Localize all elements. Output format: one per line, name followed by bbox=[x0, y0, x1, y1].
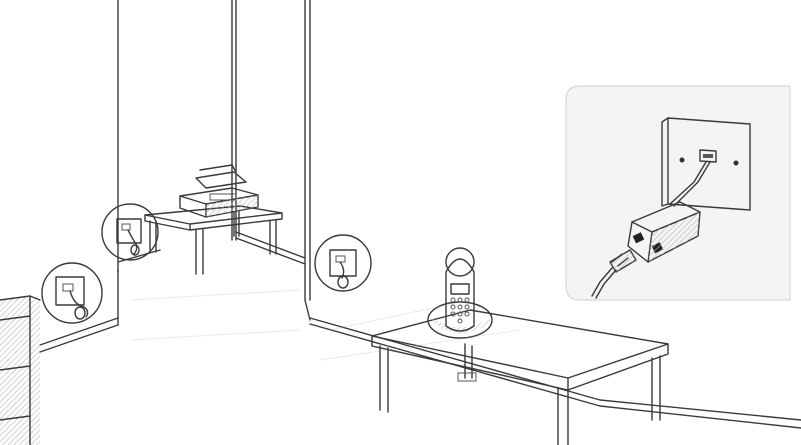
wall-socket-left-circled bbox=[42, 263, 102, 323]
cordless-phone-icon bbox=[446, 259, 474, 331]
rj-plug-icon bbox=[75, 307, 85, 319]
lower-corner-right bbox=[305, 300, 310, 320]
wall-socket-right-circled bbox=[315, 235, 371, 291]
fax-machine bbox=[180, 165, 258, 217]
cordless-phone bbox=[428, 248, 492, 338]
fax-machine-icon bbox=[196, 172, 246, 188]
skirting-far-left-b bbox=[40, 325, 118, 352]
inset-detail-panel bbox=[566, 86, 790, 300]
floor-shadow-left bbox=[0, 296, 40, 445]
